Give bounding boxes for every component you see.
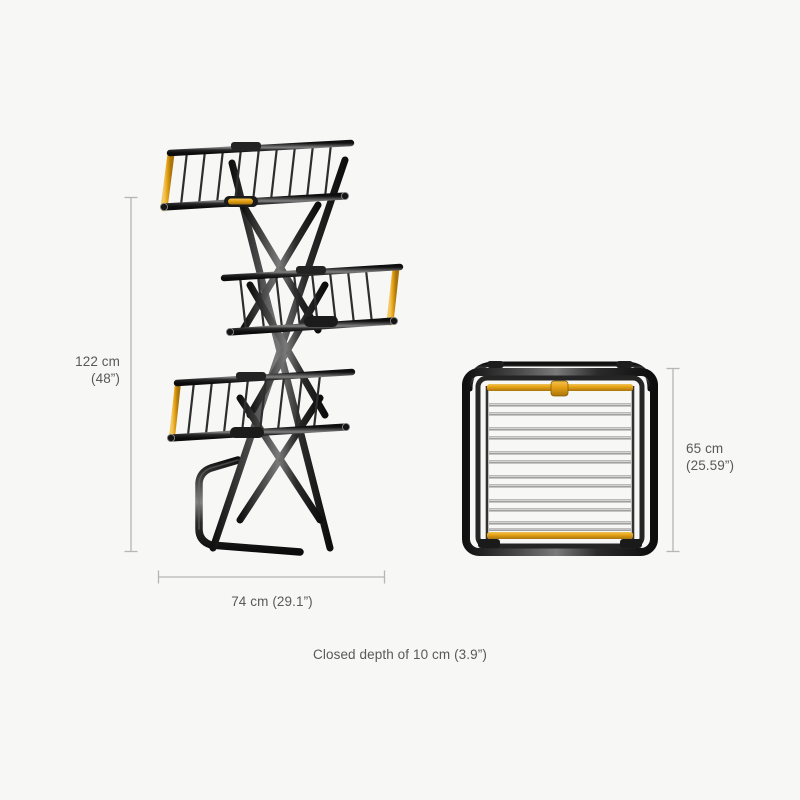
folded-outer-frame [462,368,658,556]
height-dimension-label: 122 cm (48”) [75,354,120,386]
accent-bar-folded-bottom [487,532,633,539]
accent-bar-middle-right [386,264,400,326]
dimension-line-height [124,196,138,553]
folded-drying-rack [462,361,658,556]
folded-height-dimension-label: 65 cm (25.59”) [686,441,735,473]
dimension-line-width [157,570,386,584]
closed-depth-caption: Closed depth of 10 cm (3.9”) [313,647,487,662]
folded-center-clasp [550,380,569,397]
folded-inner-frame [475,375,645,549]
dimension-line-folded-height [666,367,680,553]
rack-pivot-dots [278,266,290,462]
accent-bar-top-left [160,150,175,212]
rack-tier-middle [220,263,404,337]
folded-rail-stack [489,403,631,531]
width-dimension-label: 74 cm (29.1”) [231,594,313,609]
open-drying-rack [159,139,404,556]
accent-clasp-top [228,198,253,205]
accent-bar-bottom-left [169,380,181,440]
rack-base-foot [195,456,304,556]
rack-tier-top [159,139,355,212]
rack-scissor-frame [209,156,349,552]
rack-tier-bottom [166,368,356,443]
